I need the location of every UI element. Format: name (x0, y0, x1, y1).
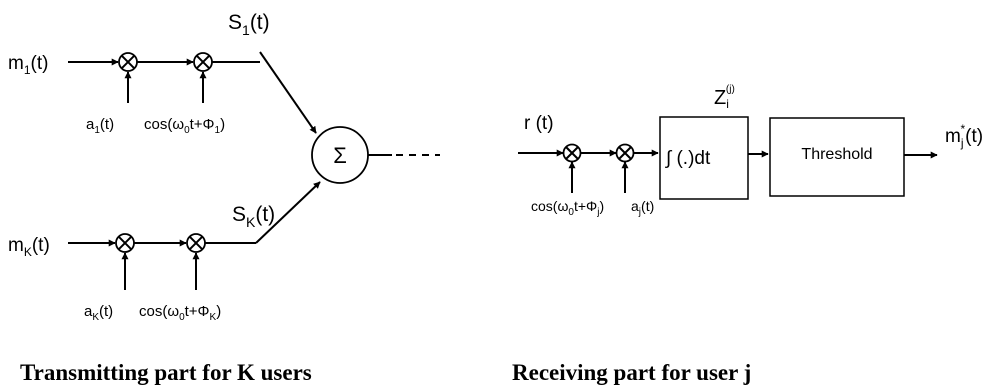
input-label-mk: mK(t) (8, 235, 50, 259)
arrow-sk-to-sum (255, 181, 321, 244)
output-label-mj: mj*(t) (945, 122, 983, 150)
user1-branch: m1(t) a1(t) cos(ω0t+Φ1) S1(t) (8, 11, 317, 136)
multiplier-icon (118, 52, 138, 72)
transmitter-caption: Transmitting part for K users (20, 360, 312, 385)
sum-symbol: Σ (333, 143, 347, 168)
carrier-label-k: cos(ω0t+ΦK) (139, 303, 221, 323)
multiplier-icon (193, 52, 213, 72)
code-label-ak: aK(t) (84, 303, 113, 323)
summation-node: Σ (311, 126, 369, 184)
signal-label-s1: S1(t) (228, 11, 270, 38)
input-label-m1: m1(t) (8, 53, 48, 77)
multiplier-icon (615, 143, 635, 163)
threshold-block (769, 117, 905, 197)
integrator-block (659, 116, 749, 200)
code-label-aj: aj(t) (631, 198, 654, 218)
carrier-label-j: cos(ω0t+Φj) (531, 198, 604, 218)
code-label-a1: a1(t) (86, 116, 114, 136)
received-signal-label: r (t) (524, 113, 554, 134)
arrow-s1-to-sum (259, 51, 317, 134)
integrator-label: ∫ (.)dt (665, 148, 711, 169)
receiver-caption: Receiving part for user j (512, 360, 751, 385)
transmitter-section: m1(t) a1(t) cos(ω0t+Φ1) S1(t) mK(t) (8, 11, 440, 385)
multiplier-icon (562, 143, 582, 163)
signal-label-sk: SK(t) (232, 203, 275, 230)
multiplier-icon (186, 233, 206, 253)
receiver-section: r (t) cos(ω0t+Φj) aj(t) ∫ (.)dt Zi(j) Th… (512, 84, 983, 385)
multiplier-icon (115, 233, 135, 253)
carrier-label-1: cos(ω0t+Φ1) (144, 116, 225, 136)
decision-statistic-label: Zi(j) (714, 84, 735, 111)
threshold-label: Threshold (801, 146, 872, 163)
userK-branch: mK(t) aK(t) cos(ω0t+ΦK) SK(t) (8, 181, 321, 323)
